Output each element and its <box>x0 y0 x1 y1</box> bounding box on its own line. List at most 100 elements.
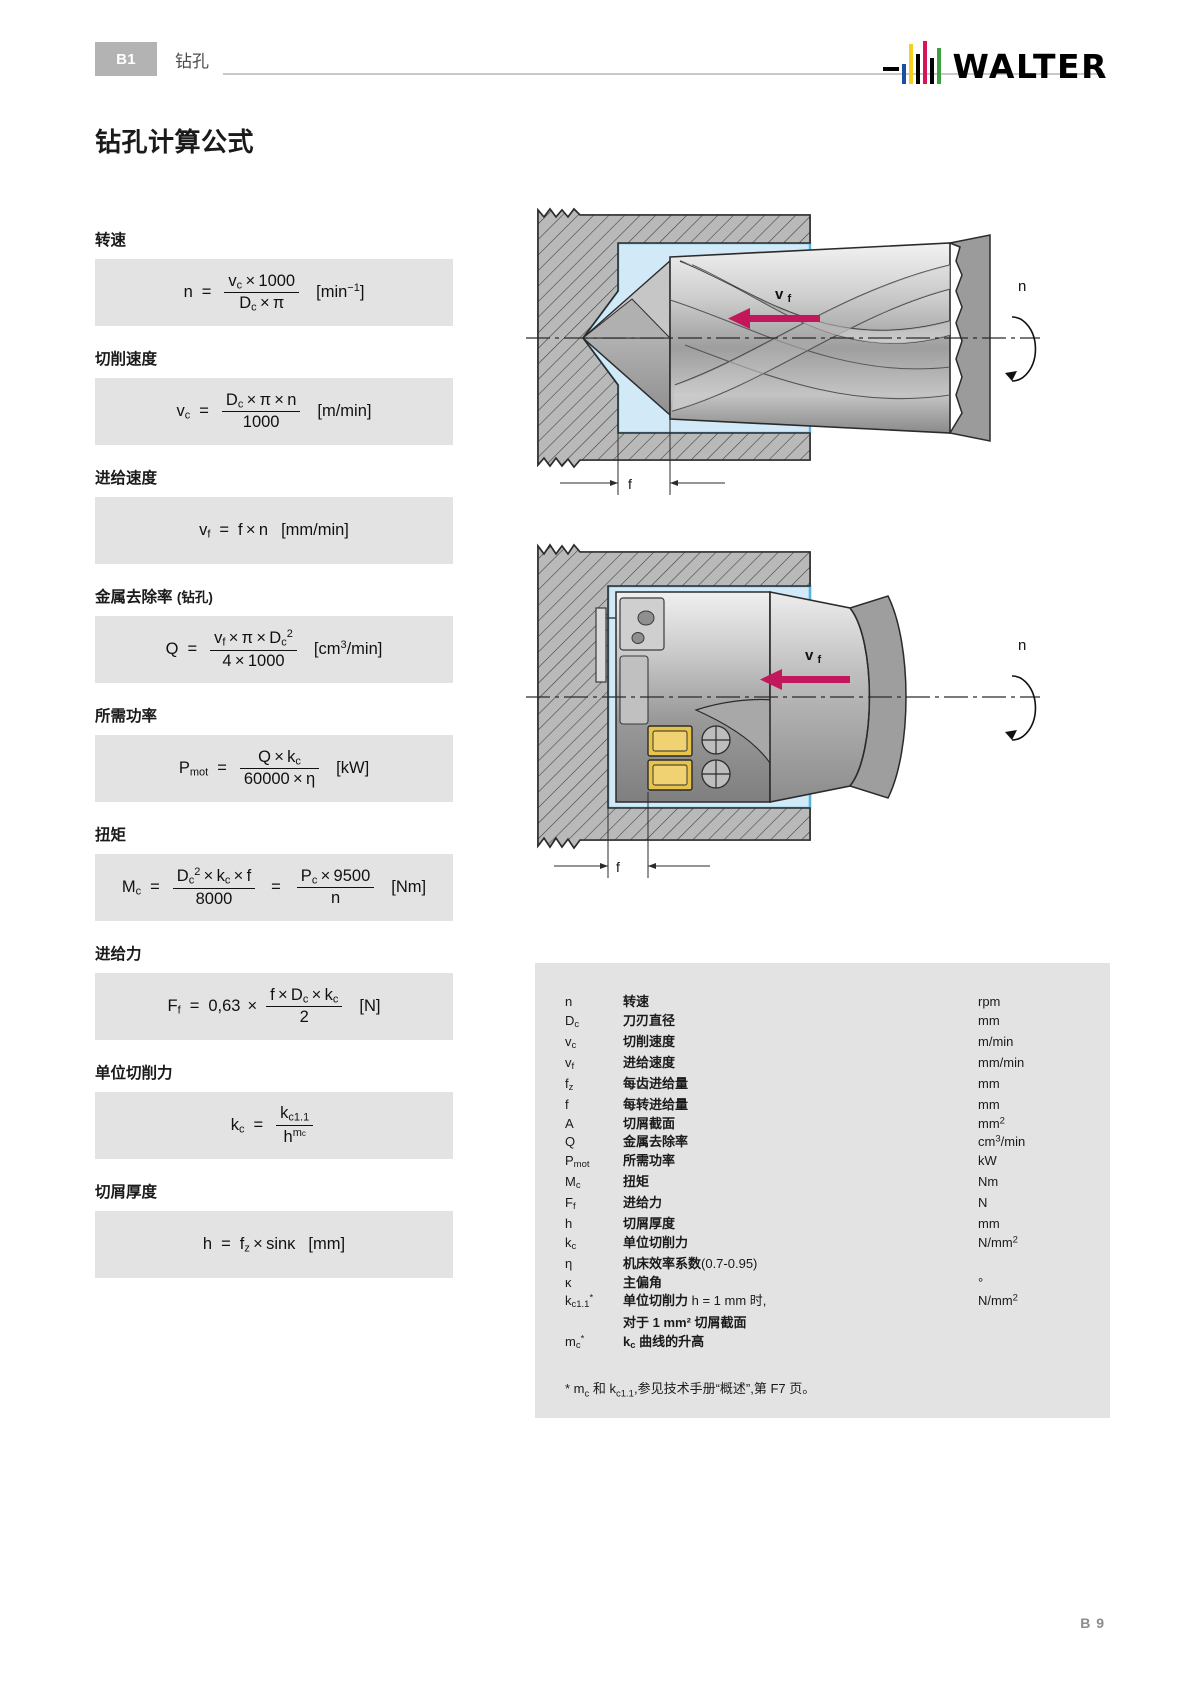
formula-box-chip-thickness: h = fz × sinκ [mm] <box>95 1211 453 1278</box>
legend-row: η 机床效率系数(0.7-0.95) <box>565 1255 1086 1272</box>
formula-box-cutting-speed: vc = Dc × π × n 1000 [m/min] <box>95 378 453 445</box>
feed-arrow-vf <box>728 308 820 329</box>
feed-dimension-f <box>560 419 725 495</box>
legend-unit <box>978 1333 1086 1353</box>
legend-symbol: η <box>565 1256 573 1272</box>
legend-row: Mc 扭矩 Nm <box>565 1173 1086 1193</box>
legend-row: A 切屑截面 mm2 <box>565 1115 1086 1132</box>
formula-group-chip-thickness: 切屑厚度 h = fz × sinκ [mm] <box>95 1180 453 1278</box>
formula-box-spindle-speed: n = vc × 1000 Dc × π [min−1] <box>95 259 453 326</box>
page-header: B1 钻孔 <box>95 42 1105 76</box>
rotation-label-n: n <box>1018 278 1026 295</box>
formula-box-torque: Mc = Dc2 × kc × f 8000 = Pc × 9500 n [Nm… <box>95 854 453 921</box>
page-number: B 9 <box>1080 1615 1105 1631</box>
legend-unit: ° <box>978 1274 984 1290</box>
coolant-hole-1 <box>637 610 655 626</box>
legend-description: 转速 <box>623 994 650 1009</box>
legend-description: 刀刃直径 <box>623 1012 676 1028</box>
legend-symbol: h <box>565 1216 573 1232</box>
legend-unit: kW <box>978 1153 997 1169</box>
legend-unit: Nm <box>978 1174 999 1190</box>
feed-dimension-f-2 <box>554 792 710 878</box>
legend-symbol: Q <box>565 1134 576 1150</box>
legend-continuation-line: 对于 1 mm² 切屑截面 <box>623 1314 747 1330</box>
legend-row: n 转速 rpm <box>565 993 1086 1010</box>
illustration-twist-drill: v f n f <box>520 195 1100 530</box>
coolant-hole-2 <box>631 632 645 644</box>
legend-description: 每转进给量 <box>623 1097 689 1113</box>
formula-box-feed-speed: vf = f × n [mm/min] <box>95 497 453 564</box>
formula-box-specific-cutting-force: kc = kc1.1 hmc <box>95 1092 453 1159</box>
legend-symbol: mc* <box>565 1332 585 1351</box>
logo-color-bars-icon <box>901 40 944 84</box>
legend-unit: N <box>978 1195 988 1211</box>
legend-description: 进给力 <box>623 1195 663 1211</box>
legend-desc-condition: h = 1 mm 时, <box>688 1293 767 1309</box>
rotation-symbol-n <box>1005 316 1037 382</box>
legend-panel: n 转速 rpm Dc 刀刃直径 mm vc 切削速度 m/min vf 进给速… <box>535 963 1110 1418</box>
legend-symbol: Dc <box>565 1012 580 1030</box>
formula-label-spindle-speed: 转速 <box>95 232 127 249</box>
formula-label-torque: 扭矩 <box>95 827 127 844</box>
indexable-insert-upper <box>647 725 693 757</box>
legend-symbol: vc <box>565 1033 577 1051</box>
indexable-insert-lower <box>647 759 693 791</box>
legend-symbol: f <box>565 1097 569 1113</box>
legend-unit: mm <box>978 1075 1000 1091</box>
legend-unit: mm2 <box>978 1115 1005 1131</box>
legend-desc-main: 单位切削力 <box>623 1293 689 1309</box>
formula-group-feed-force: 进给力 Ff = 0,63 × f × Dc × kc 2 [N] <box>95 942 453 1040</box>
legend-description: 扭矩 <box>623 1174 650 1190</box>
formula-rhs-chip-thickness: fz × sinκ <box>239 1234 296 1255</box>
formula-unit-chip-thickness: [mm] <box>308 1235 346 1253</box>
formula-unit-torque: [Nm] <box>391 877 427 896</box>
legend-description: 金属去除率 <box>623 1134 689 1150</box>
legend-unit: rpm <box>978 994 1001 1009</box>
legend-symbol: n <box>565 994 573 1009</box>
legend-description: 切屑截面 <box>623 1115 676 1131</box>
legend-description: 每齿进给量 <box>623 1075 689 1091</box>
legend-symbol: kc <box>565 1235 577 1253</box>
legend-unit: cm3/min <box>978 1133 1026 1150</box>
formula-label-required-power: 所需功率 <box>95 708 158 725</box>
legend-row: kc1.1* 单位切削力 h = 1 mm 时, N/mm2 <box>565 1292 1086 1312</box>
legend-row: Pmot 所需功率 kW <box>565 1152 1086 1172</box>
formula-column: 转速 n = vc × 1000 Dc × π [min−1] 切削速度 vc … <box>95 228 453 1278</box>
formula-rhs-feed-speed: f × n <box>238 521 269 539</box>
formula-box-required-power: Pmot = Q × kc 60000 × η [kW] <box>95 735 453 802</box>
legend-description: 切削速度 <box>623 1033 676 1049</box>
legend-description: 所需功率 <box>623 1153 676 1169</box>
legend-unit: mm <box>978 1216 1000 1232</box>
legend-description: 单位切削力 h = 1 mm 时, <box>623 1292 978 1312</box>
feed-arrow-vf-2 <box>760 669 850 690</box>
legend-desc-main: 机床效率系数 <box>623 1256 702 1272</box>
formula-label-cutting-speed: 切削速度 <box>95 351 158 368</box>
legend-row: kc 单位切削力 N/mm2 <box>565 1234 1086 1254</box>
page-title: 钻孔计算公式 <box>95 127 255 157</box>
formula-label-note-drilling: (钻孔) <box>176 590 213 605</box>
logo-dash-icon <box>882 67 899 71</box>
feed-dimension-label-f: f <box>628 476 632 492</box>
legend-row: Ff 进给力 N <box>565 1194 1086 1214</box>
legend-description: 单位切削力 <box>623 1235 689 1251</box>
feed-label-vf: v f <box>775 286 792 305</box>
legend-desc-range: (0.7-0.95) <box>701 1256 758 1272</box>
legend-unit: mm/min <box>978 1054 1025 1070</box>
legend-symbol: fz <box>565 1075 574 1094</box>
legend-unit: m/min <box>978 1033 1014 1049</box>
legend-unit: mm <box>978 1097 1000 1113</box>
legend-rows-container: n 转速 rpm Dc 刀刃直径 mm vc 切削速度 m/min vf 进给速… <box>535 963 1110 1400</box>
formula-lhs-vf: vf <box>199 520 211 541</box>
legend-symbol: κ <box>565 1274 572 1290</box>
legend-description: 进给速度 <box>623 1054 676 1070</box>
legend-row: vc 切削速度 m/min <box>565 1033 1086 1053</box>
legend-symbol: Pmot <box>565 1153 590 1171</box>
formula-group-torque: 扭矩 Mc = Dc2 × kc × f 8000 = Pc × 9500 n … <box>95 823 453 921</box>
coolant-slot <box>595 607 607 683</box>
legend-description: 主偏角 <box>623 1274 663 1290</box>
formula-lhs-Ff: Ff <box>167 996 181 1017</box>
formula-box-metal-removal-rate: Q = vf × π × Dc2 4 × 1000 [cm3/min] <box>95 616 453 683</box>
formula-label-specific-cutting-force: 单位切削力 <box>95 1065 173 1082</box>
formula-unit-feed-force: [N] <box>359 997 381 1015</box>
formula-lhs-Q: Q <box>165 639 179 658</box>
